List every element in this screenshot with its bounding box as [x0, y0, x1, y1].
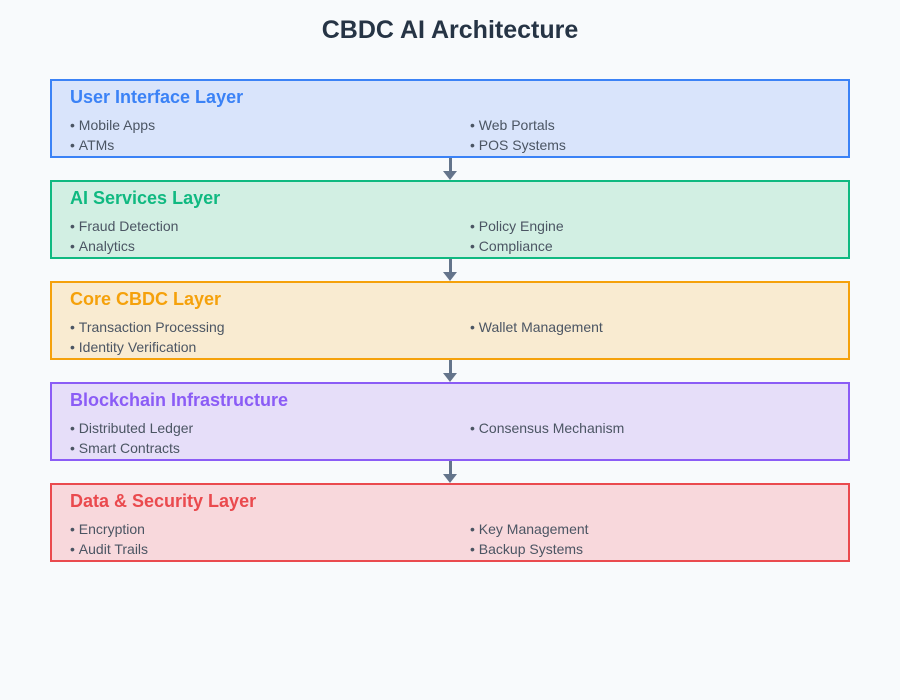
down-arrow-icon [50, 461, 850, 483]
layer-item: Distributed Ledger [70, 418, 470, 438]
layer-item: ATMs [70, 135, 470, 155]
arrow-head [443, 272, 457, 281]
layer-title: AI Services Layer [70, 188, 221, 208]
layer-item: Fraud Detection [70, 216, 470, 236]
layer-item: Analytics [70, 236, 470, 256]
layer-title: Blockchain Infrastructure [70, 390, 289, 410]
down-arrow-icon [50, 360, 850, 382]
arrow-stem [448, 259, 452, 272]
layer-item: Encryption [70, 519, 470, 539]
layer-items: Mobile Apps ATMs Web Portals POS Systems [70, 115, 830, 155]
layer-item: Compliance [470, 236, 830, 256]
arrow-stem [448, 360, 452, 373]
layer-item: Consensus Mechanism [470, 418, 830, 438]
layer-item: POS Systems [470, 135, 830, 155]
layer-item: Key Management [470, 519, 830, 539]
layer-core-cbdc: Core CBDC Layer Transaction Processing I… [50, 281, 850, 360]
layer-items: Transaction Processing Identity Verifica… [70, 317, 830, 357]
architecture-diagram: User Interface Layer Mobile Apps ATMs We… [50, 79, 850, 562]
page-title: CBDC AI Architecture [321, 16, 579, 44]
layer-item: Wallet Management [470, 317, 830, 337]
layer-user-interface: User Interface Layer Mobile Apps ATMs We… [50, 79, 850, 158]
layer-items: Fraud Detection Analytics Policy Engine … [70, 216, 830, 256]
down-arrow-icon [50, 158, 850, 180]
layer-item: Policy Engine [470, 216, 830, 236]
layer-item: Identity Verification [70, 337, 470, 357]
arrow-stem [448, 461, 452, 474]
layer-blockchain-infrastructure: Blockchain Infrastructure Distributed Le… [50, 382, 850, 461]
layer-item: Web Portals [470, 115, 830, 135]
arrow-head [443, 474, 457, 483]
layer-title: Core CBDC Layer [70, 289, 222, 309]
arrow-stem [448, 158, 452, 171]
arrow-head [443, 171, 457, 180]
layer-title: User Interface Layer [70, 87, 244, 107]
arrow-head [443, 373, 457, 382]
layer-ai-services: AI Services Layer Fraud Detection Analyt… [50, 180, 850, 259]
layer-title: Data & Security Layer [70, 491, 257, 511]
layer-item: Audit Trails [70, 539, 470, 559]
layer-items: Encryption Audit Trails Key Management B… [70, 519, 830, 559]
layer-item: Backup Systems [470, 539, 830, 559]
layer-data-security: Data & Security Layer Encryption Audit T… [50, 483, 850, 562]
down-arrow-icon [50, 259, 850, 281]
layer-items: Distributed Ledger Smart Contracts Conse… [70, 418, 830, 458]
layer-item: Mobile Apps [70, 115, 470, 135]
layer-item: Transaction Processing [70, 317, 470, 337]
layer-item: Smart Contracts [70, 438, 470, 458]
